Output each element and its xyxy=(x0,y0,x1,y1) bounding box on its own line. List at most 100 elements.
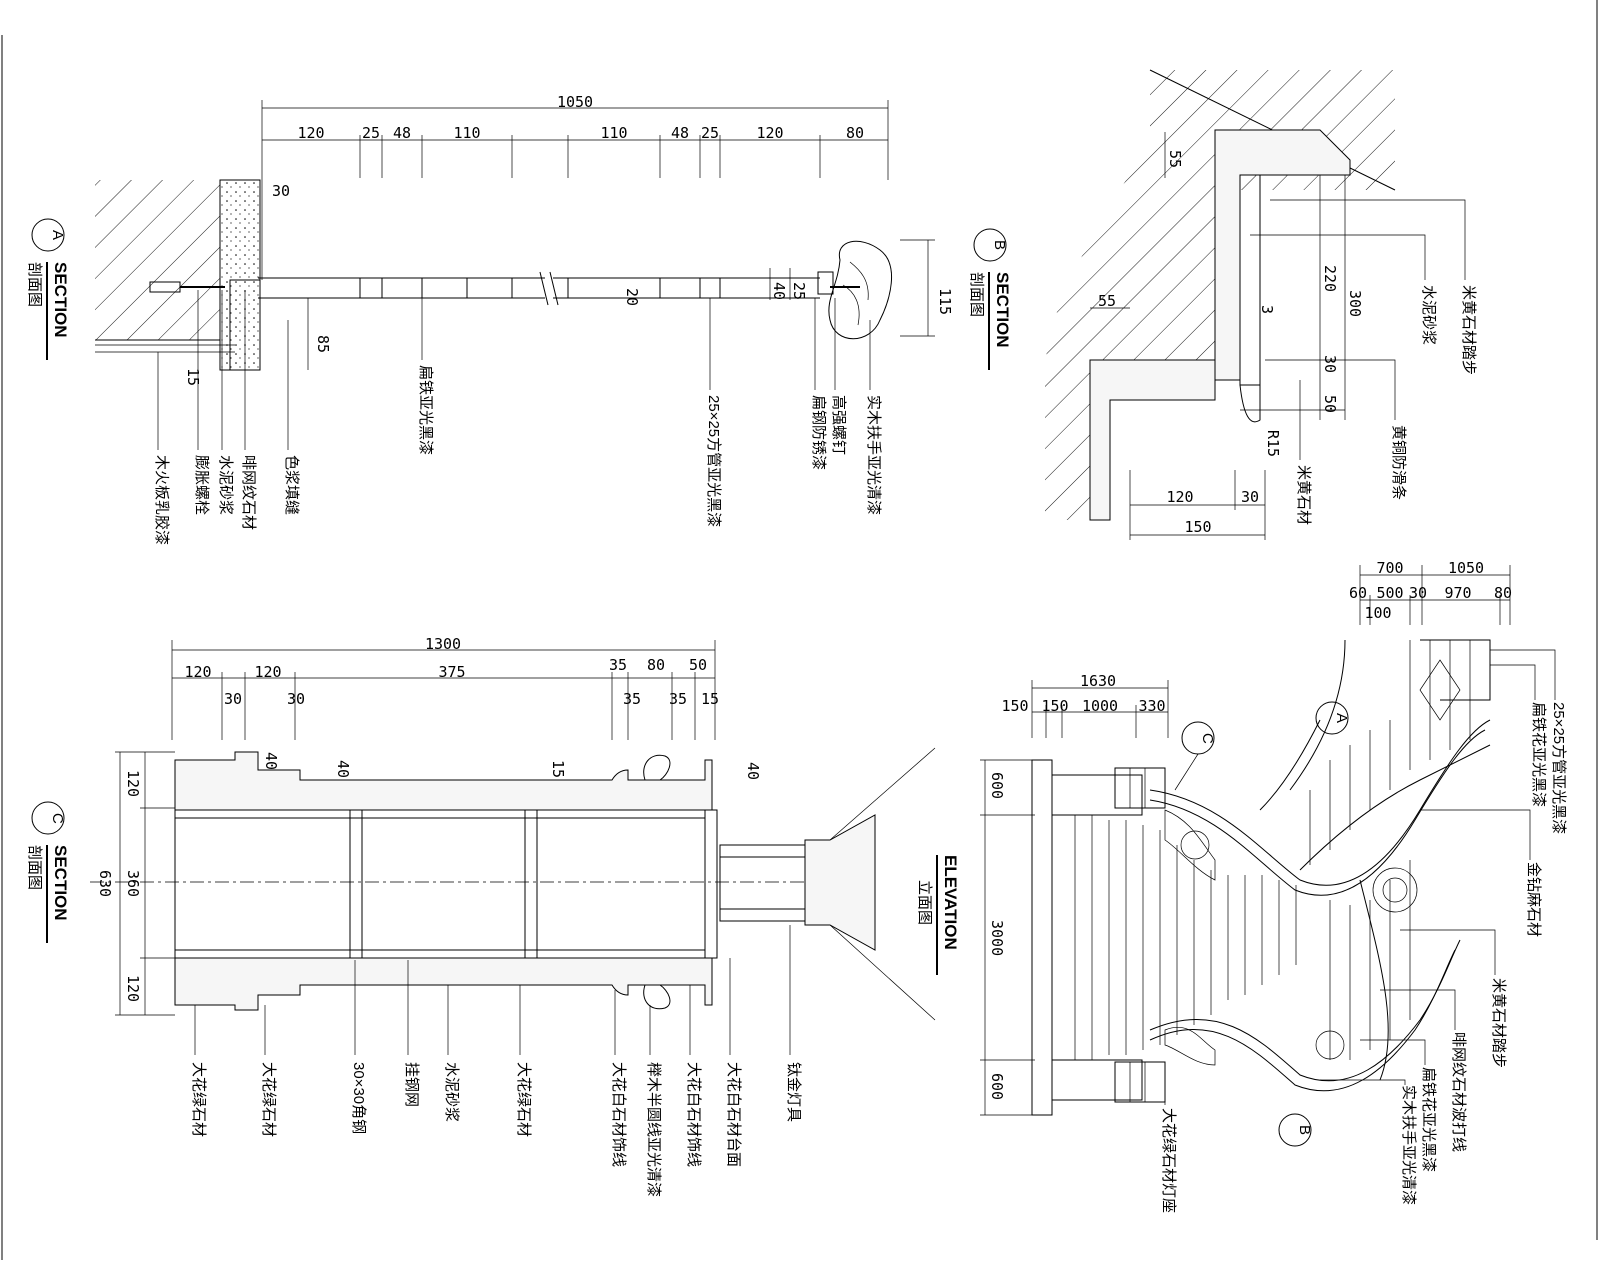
dim-c-375: 375 xyxy=(438,663,465,681)
title-a-cn: 剖面图 xyxy=(26,262,43,307)
callout-e-6: 实木扶手亚光清漆 xyxy=(1400,1085,1417,1205)
dim-b-30b: 30 xyxy=(1241,488,1259,506)
callout-c-5: 大花绿石材 xyxy=(515,1062,532,1137)
dim-e-3000: 3000 xyxy=(988,920,1006,956)
callout-c-1: 大花绿石材 xyxy=(260,1062,277,1137)
dim-b-50: 50 xyxy=(1321,395,1339,413)
dim-c-35c: 35 xyxy=(669,690,687,708)
dim-a-1050: 1050 xyxy=(557,93,593,111)
callout-a-3: 啡网纹石材 xyxy=(240,455,257,530)
dim-e-30: 30 xyxy=(1409,584,1427,602)
callout-a-4: 色浆填缝 xyxy=(283,455,301,515)
callout-c-7: 榉木半圆线亚光清漆 xyxy=(645,1062,662,1197)
elevation: ELEVATION 立面图 1630 150 150 1000 330 600 … xyxy=(916,559,1567,1213)
dim-a-85: 85 xyxy=(314,335,332,353)
dim-c-120b: 120 xyxy=(254,663,281,681)
dim-e-330: 330 xyxy=(1138,697,1165,715)
dim-b-r15: R15 xyxy=(1264,430,1282,457)
dim-c-50: 50 xyxy=(689,656,707,674)
badge-b-letter: B xyxy=(991,240,1008,250)
callout-a-6: 25×25方管亚光黑漆 xyxy=(705,395,722,527)
dim-c-360: 360 xyxy=(124,870,142,897)
callout-e-2: 金钻麻石材 xyxy=(1525,862,1542,937)
title-a-en: SECTION xyxy=(51,262,70,338)
dim-a-80: 80 xyxy=(846,124,864,142)
dim-a-25: 25 xyxy=(362,124,380,142)
dim-c-30b: 30 xyxy=(287,690,305,708)
callout-c-4: 水泥砂浆 xyxy=(443,1062,461,1122)
dim-c-40b: 40 xyxy=(334,760,352,778)
dim-c-630: 630 xyxy=(96,870,114,897)
dim-c-1300: 1300 xyxy=(425,635,461,653)
dim-e-600b: 600 xyxy=(988,1073,1006,1100)
dim-a-115: 115 xyxy=(936,288,954,315)
dim-e-500: 500 xyxy=(1376,584,1403,602)
callout-c-2: 30×30角钢 xyxy=(350,1062,367,1134)
marker-c-letter: C xyxy=(1199,733,1216,744)
dim-e-600: 600 xyxy=(988,772,1006,799)
callout-a-2: 水泥砂浆 xyxy=(217,455,235,515)
dim-c-120s2: 120 xyxy=(124,975,142,1002)
callout-c-8: 大花白石材饰线 xyxy=(685,1062,702,1167)
title-b-en: SECTION xyxy=(993,272,1012,348)
dim-a-120b: 120 xyxy=(756,124,783,142)
dim-b-150: 150 xyxy=(1184,518,1211,536)
callout-a-1: 膨胀螺栓 xyxy=(193,455,210,515)
dim-b-220: 220 xyxy=(1321,265,1339,292)
callout-a-9: 实木扶手亚光清漆 xyxy=(865,395,882,515)
callout-c-9: 大花白石材台面 xyxy=(725,1062,742,1167)
stair-treads xyxy=(1074,815,1297,1060)
dim-c-35b: 35 xyxy=(623,690,641,708)
section-c: 1300 120 120 375 35 80 50 30 30 35 35 15… xyxy=(26,635,936,1197)
title-c-cn: 剖面图 xyxy=(26,845,43,890)
callout-e-0: 25×25方管亚光黑漆 xyxy=(1550,702,1567,834)
dim-c-15s: 15 xyxy=(549,760,567,778)
callout-c-6: 大花白石材饰线 xyxy=(610,1062,627,1167)
callout-c-10: 钛金灯具 xyxy=(785,1062,802,1122)
badge-c xyxy=(31,801,65,835)
dim-e-1050: 1050 xyxy=(1448,559,1484,577)
dim-b-3: 3 xyxy=(1258,305,1276,314)
dim-a-25b: 25 xyxy=(701,124,719,142)
dim-c-35: 35 xyxy=(609,656,627,674)
callout-e-1: 扁铁花亚光黑漆 xyxy=(1530,702,1547,807)
dim-e-150: 150 xyxy=(1001,697,1028,715)
dim-a-30: 30 xyxy=(272,182,290,200)
marker-a xyxy=(1315,701,1349,735)
badge-a xyxy=(31,218,65,252)
title-elev-en: ELEVATION xyxy=(941,855,960,950)
callout-b-3: 米黄石材 xyxy=(1295,465,1312,525)
dim-a-15: 15 xyxy=(184,368,202,386)
dim-c-40: 40 xyxy=(262,752,280,770)
dim-e-100: 100 xyxy=(1364,604,1391,622)
badge-a-letter: A xyxy=(49,230,66,240)
dim-a-48b: 48 xyxy=(671,124,689,142)
dim-e-80: 80 xyxy=(1494,584,1512,602)
dim-c-120s: 120 xyxy=(124,770,142,797)
callout-b-0: 米黄石材踏步 xyxy=(1460,285,1477,375)
marker-a-letter: A xyxy=(1333,713,1350,723)
marker-b xyxy=(1278,1113,1312,1147)
title-elev-cn: 立面图 xyxy=(916,880,933,925)
dim-b-30: 30 xyxy=(1321,355,1339,373)
dim-e-60: 60 xyxy=(1349,584,1367,602)
dim-b-55: 55 xyxy=(1166,150,1184,168)
dim-e-1000: 1000 xyxy=(1082,697,1118,715)
dim-a-20: 20 xyxy=(623,288,641,306)
callout-e-5: 扁铁花亚光黑漆 xyxy=(1420,1067,1437,1172)
dim-c-120: 120 xyxy=(184,663,211,681)
dim-a-25s: 25 xyxy=(790,282,808,300)
dim-a-40: 40 xyxy=(770,282,788,300)
callout-a-8: 高强螺钉 xyxy=(830,395,847,455)
title-c-en: SECTION xyxy=(51,845,70,921)
dim-c-15: 15 xyxy=(701,690,719,708)
dim-b-55b: 55 xyxy=(1098,292,1116,310)
callout-a-0: 木火板乳胶漆 xyxy=(153,455,171,545)
badge-b xyxy=(973,228,1007,262)
callout-e-4: 啡网纹石材波打线 xyxy=(1450,1032,1467,1152)
dim-c-80: 80 xyxy=(647,656,665,674)
section-a: 1050 120 25 48 110 110 48 25 120 80 30 2… xyxy=(26,93,954,545)
dim-a-110b: 110 xyxy=(600,124,627,142)
